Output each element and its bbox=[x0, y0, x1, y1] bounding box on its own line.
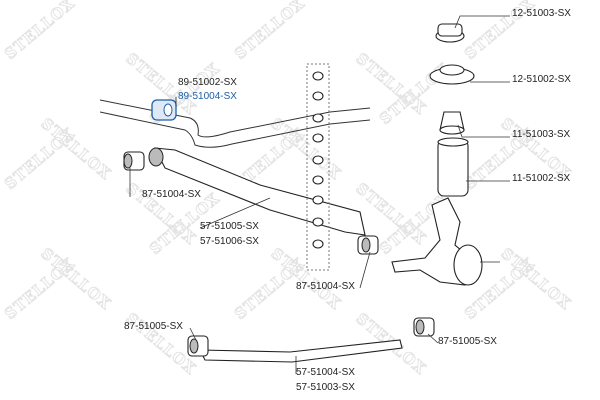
link-washer bbox=[312, 113, 324, 123]
watermark-text: STELLOX bbox=[1, 124, 78, 193]
link-washer bbox=[312, 71, 324, 81]
label-57-51005: 57-51005-SX bbox=[200, 221, 259, 232]
link-washer bbox=[312, 155, 324, 165]
link-washer bbox=[312, 133, 324, 143]
arm-bushing-right[interactable] bbox=[357, 235, 379, 255]
spring-seat[interactable] bbox=[429, 64, 475, 85]
stabilizer-bushing[interactable] bbox=[151, 99, 177, 121]
label-11-51003: 11-51003-SX bbox=[512, 129, 571, 140]
steering-knuckle bbox=[391, 197, 500, 286]
label-57-51004: 57-51004-SX bbox=[296, 367, 355, 378]
arm-bushing-left[interactable] bbox=[123, 151, 145, 171]
link-washer bbox=[312, 175, 324, 185]
bump-stop[interactable] bbox=[439, 111, 465, 135]
label-89-51004: 89-51004-SX bbox=[178, 91, 237, 102]
link-kit-parts bbox=[312, 71, 324, 249]
label-87-51004-left: 87-51004-SX bbox=[142, 189, 201, 200]
dust-boot[interactable] bbox=[437, 137, 469, 197]
top-mount[interactable] bbox=[435, 23, 465, 43]
lower-bushing-left[interactable] bbox=[187, 335, 209, 357]
label-57-51003: 57-51003-SX bbox=[296, 382, 355, 393]
stabilizer-bar bbox=[99, 99, 371, 138]
lower-arm[interactable] bbox=[199, 339, 403, 363]
label-87-51005-right: 87-51005-SX bbox=[438, 336, 497, 347]
link-kit-frame bbox=[306, 63, 330, 271]
link-washer bbox=[312, 217, 324, 227]
watermark-layer: STELLOXSTELLOXSTELLOXSTELLOXSTELLOXSTELL… bbox=[1, 0, 576, 379]
label-12-51002: 12-51002-SX bbox=[512, 74, 571, 85]
watermark-text: STELLOX bbox=[1, 0, 78, 63]
label-11-51002: 11-51002-SX bbox=[512, 173, 571, 184]
label-87-51004-right: 87-51004-SX bbox=[296, 281, 355, 292]
watermark-text: STELLOX bbox=[231, 0, 308, 63]
arm-front-eye bbox=[148, 147, 164, 167]
lower-bushing-right[interactable] bbox=[413, 317, 435, 337]
link-washer bbox=[312, 91, 324, 101]
trailing-arm[interactable] bbox=[154, 147, 366, 236]
link-washer bbox=[312, 239, 324, 249]
leader-lines bbox=[129, 15, 510, 374]
label-87-51005-left: 87-51005-SX bbox=[124, 321, 183, 332]
watermark-text: STELLOX bbox=[1, 254, 78, 323]
link-washer bbox=[312, 195, 324, 205]
label-57-51006: 57-51006-SX bbox=[200, 236, 259, 247]
label-12-51003: 12-51003-SX bbox=[512, 8, 571, 19]
label-89-51002: 89-51002-SX bbox=[178, 77, 237, 88]
stabilizer-bar-edge bbox=[99, 111, 371, 148]
